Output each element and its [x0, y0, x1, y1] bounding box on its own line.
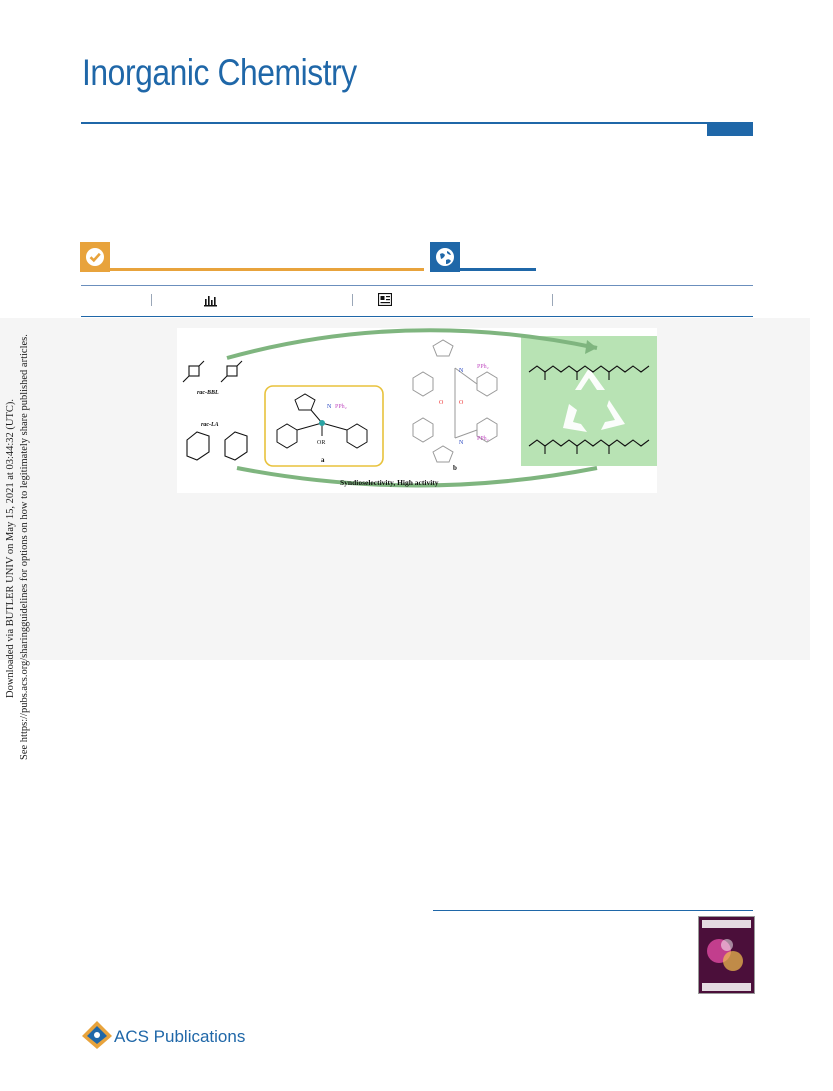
svg-text:O: O	[459, 400, 464, 406]
check-icon	[86, 248, 104, 266]
metrics-button[interactable]	[204, 294, 218, 312]
metrics-bottom-rule	[81, 316, 753, 317]
svg-text:N: N	[459, 440, 464, 446]
footer-rule	[433, 910, 753, 911]
svg-text:N: N	[459, 368, 464, 374]
label-rac-bbl: rac-BBL	[197, 390, 219, 396]
sharing-guidelines-notice[interactable]: See https://pubs.acs.org/sharingguidelin…	[19, 334, 30, 760]
journal-cover-thumbnail[interactable]	[698, 916, 755, 994]
recommendations-button[interactable]	[377, 292, 393, 311]
open-access-badge[interactable]	[80, 242, 110, 272]
publisher-name: ACS Publications	[114, 1027, 246, 1046]
header-rule	[81, 122, 753, 124]
svg-text:PPh₂: PPh₂	[477, 364, 489, 370]
svg-text:OR: OR	[317, 440, 325, 446]
acs-logo-icon	[82, 1021, 112, 1049]
metrics-separator	[552, 294, 553, 306]
globe-badge[interactable]	[430, 242, 460, 272]
toc-caption: Syndioselectivity, High activity	[340, 478, 439, 487]
svg-text:N: N	[327, 404, 332, 410]
label-a: a	[321, 456, 325, 464]
svg-text:PPh₂: PPh₂	[477, 436, 489, 442]
label-rac-la: rac-LA	[201, 422, 219, 428]
download-notice: Downloaded via BUTLER UNIV on May 15, 20…	[5, 398, 16, 698]
journal-title: Inorganic Chemistry	[82, 52, 357, 93]
metrics-separator	[352, 294, 353, 306]
globe-icon	[436, 248, 454, 266]
open-access-rule	[110, 268, 424, 271]
toc-graphic: rac-BBL rac-LA N PPh₂ OR a	[177, 328, 657, 493]
metrics-separator	[151, 294, 152, 306]
globe-rule	[460, 268, 536, 271]
metrics-top-rule	[81, 285, 753, 286]
label-b: b	[453, 464, 457, 472]
svg-text:PPh₂: PPh₂	[335, 404, 347, 410]
header-tab	[707, 123, 753, 136]
acs-logo	[81, 1020, 113, 1055]
svg-text:O: O	[439, 400, 444, 406]
article-icon	[377, 292, 393, 307]
bar-chart-icon	[204, 296, 217, 307]
